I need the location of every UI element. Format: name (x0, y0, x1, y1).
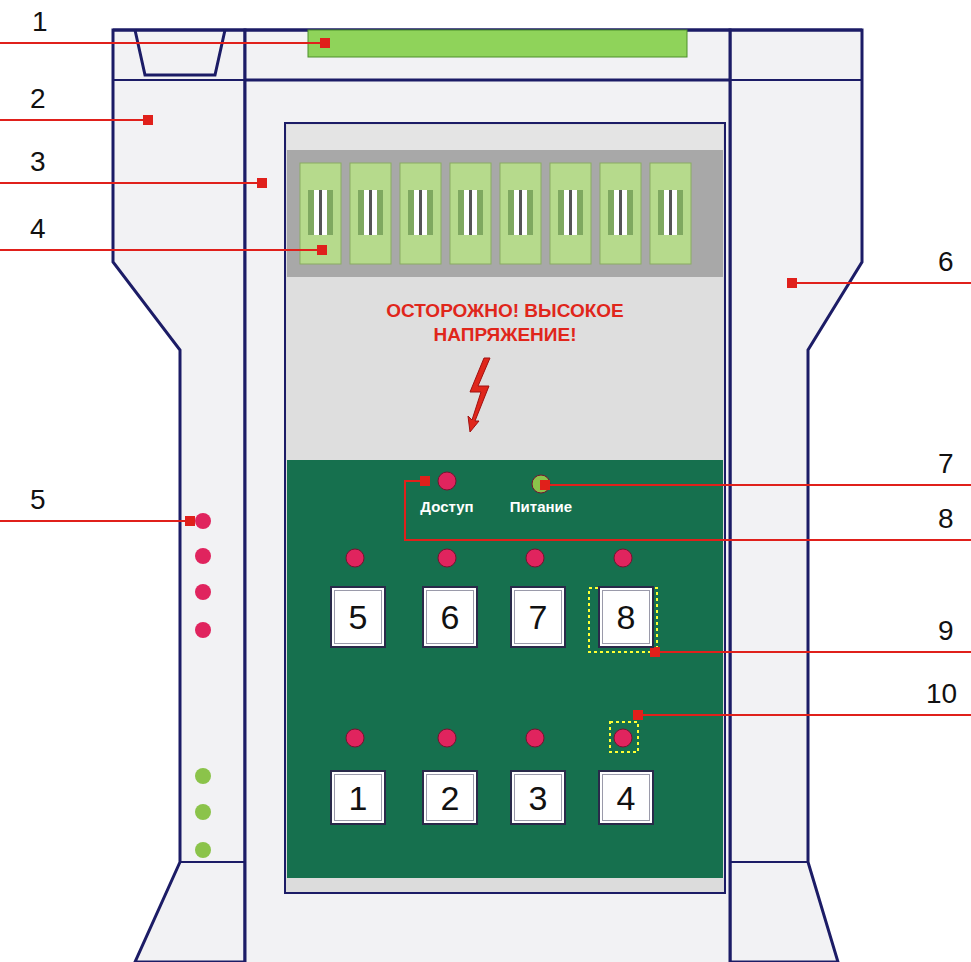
key-number: 6 (441, 600, 460, 634)
control-panel: Доступ Питание 5 6 7 8 1 2 3 4 (287, 460, 723, 878)
housing-line (730, 79, 862, 81)
key-button: 3 (510, 770, 566, 825)
leader-lines (0, 43, 971, 715)
indicator-label: Доступ (420, 498, 473, 515)
control-board (287, 460, 723, 878)
key-button: 1 (330, 770, 386, 825)
callout-number: 7 (938, 450, 954, 478)
right-housing (730, 30, 862, 962)
key-button: 2 (422, 770, 478, 825)
callout-number: 3 (30, 148, 46, 176)
key-number: 2 (441, 781, 460, 815)
key-number: 7 (529, 600, 548, 634)
callout-number: 8 (938, 505, 954, 533)
key-number: 5 (349, 600, 368, 634)
callout-number: 10 (926, 680, 957, 708)
key-number: 1 (349, 781, 368, 815)
key-number: 4 (617, 781, 636, 815)
key-number: 3 (529, 781, 548, 815)
callout-number: 9 (938, 617, 954, 645)
warning-area (287, 277, 723, 460)
lightning-symbol (468, 358, 490, 432)
leader-markers (143, 38, 797, 720)
key-button: 6 (422, 586, 478, 648)
fuse-band (287, 150, 723, 277)
callout-number: 2 (30, 85, 46, 113)
housing-line (113, 79, 245, 81)
side-leds (195, 513, 211, 858)
key-button: 8 (598, 586, 654, 648)
callout-number: 5 (30, 486, 46, 514)
callout-number: 1 (32, 8, 48, 36)
key-number: 8 (617, 600, 636, 634)
callout-number: 4 (30, 215, 46, 243)
key-button: 7 (510, 586, 566, 648)
panel-header (287, 125, 723, 150)
display-strip (308, 30, 687, 57)
top-notch (135, 30, 225, 75)
housing-line (180, 861, 245, 863)
inner-panel (285, 123, 725, 893)
key-button: 4 (598, 770, 654, 825)
callout-number: 6 (938, 248, 954, 276)
center-housing (245, 30, 730, 962)
housing-line (730, 861, 808, 863)
fuse-row (300, 163, 691, 264)
key-button: 5 (330, 586, 386, 648)
indicator-label: Питание (510, 498, 572, 515)
housing-line (245, 79, 730, 82)
warning-panel: ОСТОРОЖНО! ВЫСОКОЕ НАПРЯЖЕНИЕ! (287, 277, 723, 460)
warning-text: ОСТОРОЖНО! ВЫСОКОЕ НАПРЯЖЕНИЕ! (370, 299, 640, 347)
left-housing (113, 30, 245, 962)
